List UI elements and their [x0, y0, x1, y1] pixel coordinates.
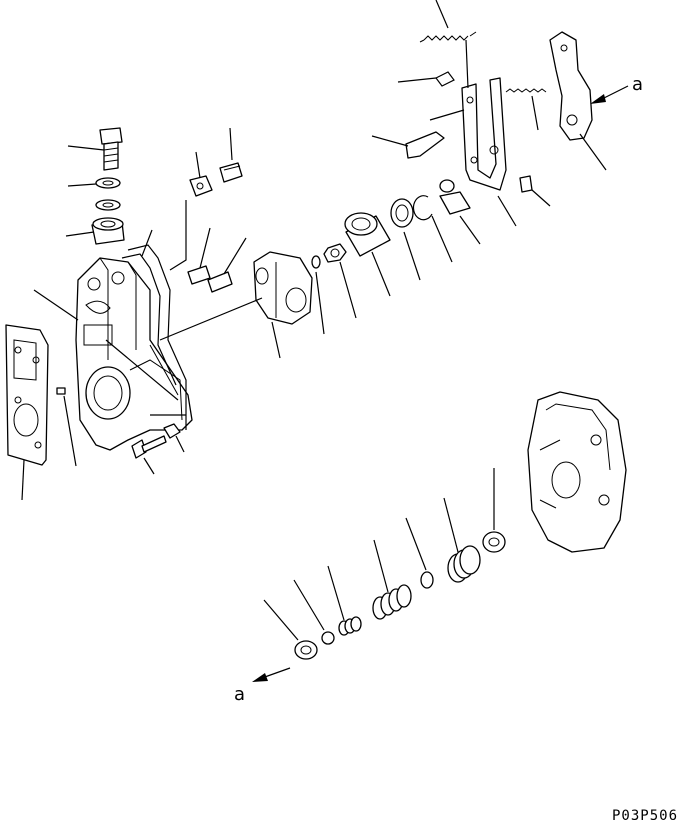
link-spring — [505, 88, 547, 93]
washer-lower — [95, 199, 121, 211]
gasket-housing — [121, 244, 187, 430]
pin-small — [519, 175, 533, 193]
snap-ring — [412, 195, 433, 221]
plug-bolt — [99, 127, 123, 171]
dowel-pin — [56, 387, 66, 395]
ref-arrow-upper — [590, 85, 629, 104]
hex-nut — [323, 243, 347, 263]
cap-nut — [91, 217, 125, 245]
governor-housing — [527, 391, 627, 553]
pump-housing — [75, 257, 193, 451]
leader-lines — [21, 0, 607, 641]
nut-lower — [163, 423, 181, 439]
governor-cover — [253, 251, 313, 325]
ref-label-lower: a — [234, 684, 245, 705]
thin-washer — [321, 631, 335, 645]
fitting-mid — [187, 265, 211, 285]
bolt-lower — [131, 435, 167, 459]
tension-spring — [419, 31, 477, 43]
small-washer — [311, 255, 321, 269]
coil-spring-medium — [372, 584, 412, 620]
drawing-code: P03P506 — [612, 808, 678, 824]
collar — [439, 179, 471, 215]
clip — [435, 71, 455, 87]
ref-arrow-lower — [252, 667, 291, 682]
linkage-arm — [461, 77, 507, 191]
coil-spring-large — [447, 545, 481, 583]
sleeve-bushing — [344, 212, 391, 257]
ref-label-upper: a — [632, 74, 643, 95]
governor-lever — [549, 31, 593, 141]
fitting-lower — [207, 271, 233, 293]
spring-seat — [294, 640, 318, 660]
pivot-lever — [405, 131, 445, 159]
bearing-ring — [390, 198, 414, 228]
fitting-upper — [219, 162, 243, 183]
bracket-small — [189, 175, 213, 197]
assembly-guide-lines — [105, 39, 469, 416]
coil-spring-small — [338, 616, 362, 636]
washer-upper — [95, 177, 121, 189]
shim-washer — [420, 571, 434, 589]
gasket-left — [5, 324, 49, 466]
spacer-large — [482, 531, 506, 553]
